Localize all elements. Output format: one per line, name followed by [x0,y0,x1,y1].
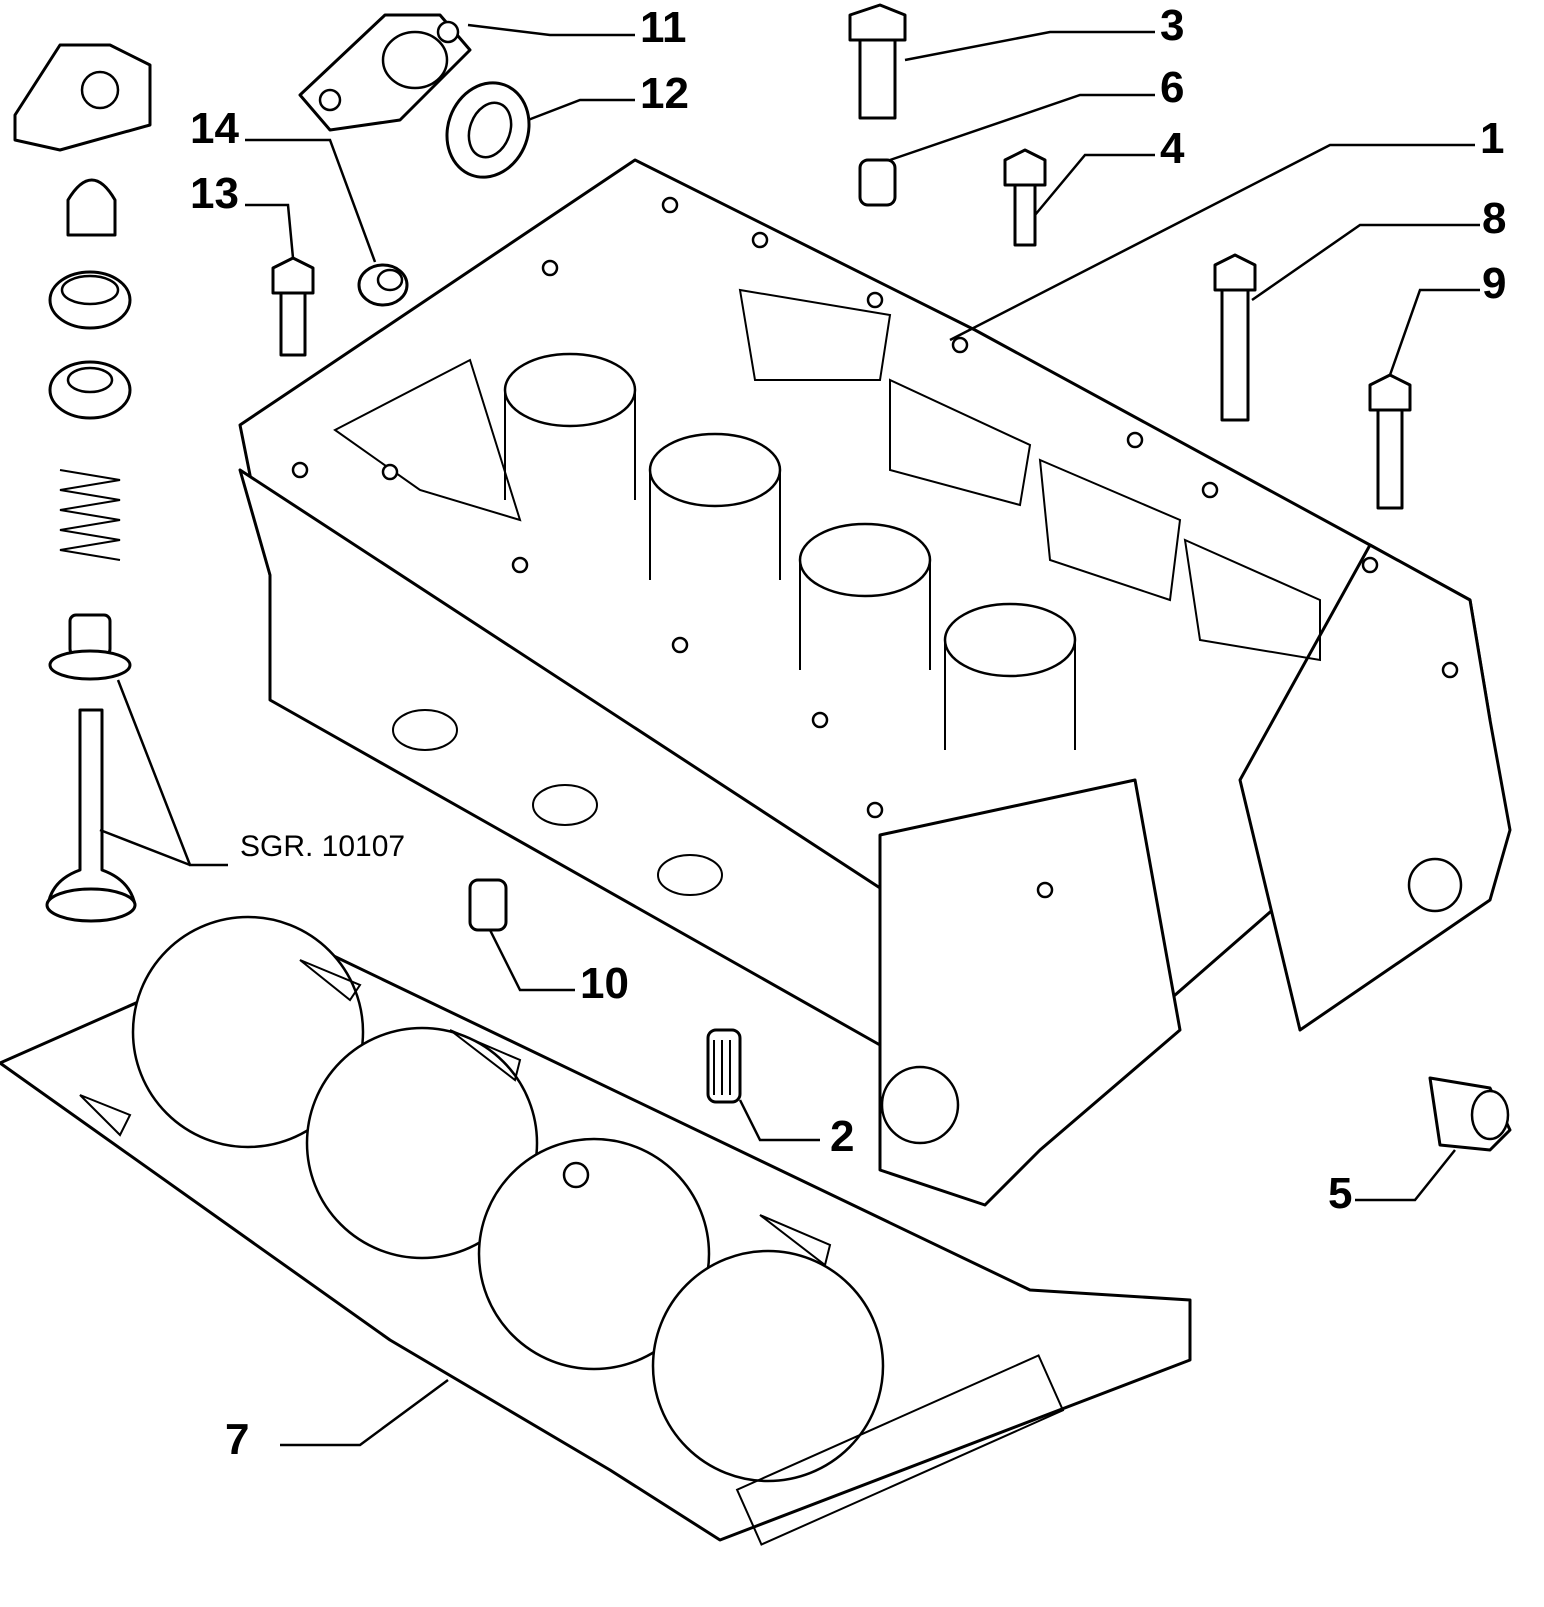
callout-11: 11 [640,3,687,52]
callout-2: 2 [830,1112,855,1161]
leader-lines [99,23,1480,1447]
callout-8: 8 [1482,194,1507,243]
callout-1: 1 [1480,114,1505,163]
seal-ring [445,81,531,179]
callout-13: 13 [190,169,239,218]
callout-6: 6 [1160,63,1185,112]
bolt-3 [848,3,907,120]
callout-12: 12 [640,69,689,118]
head-gasket [0,915,1192,1546]
bolt-4 [1003,148,1047,247]
bolt-9 [1368,373,1412,510]
plug-14 [357,263,409,307]
dowel-10 [468,878,508,932]
valve-train-parts [13,43,152,923]
callout-7: 7 [225,1415,250,1464]
callout-5: 5 [1328,1169,1353,1218]
bolt-13 [271,256,315,357]
callout-3: 3 [1160,1,1185,50]
callout-14: 14 [190,104,239,153]
cover-plate [298,13,472,132]
insert-2 [706,1028,742,1104]
bolt-8 [1213,253,1257,422]
group-reference: SGR. 10107 [240,830,406,863]
callout-9: 9 [1482,259,1507,308]
cylinder-head [238,158,1512,1207]
callout-4: 4 [1160,124,1185,173]
callout-10: 10 [580,959,629,1008]
plug-5 [1428,1076,1512,1152]
dowel-6 [858,158,897,207]
